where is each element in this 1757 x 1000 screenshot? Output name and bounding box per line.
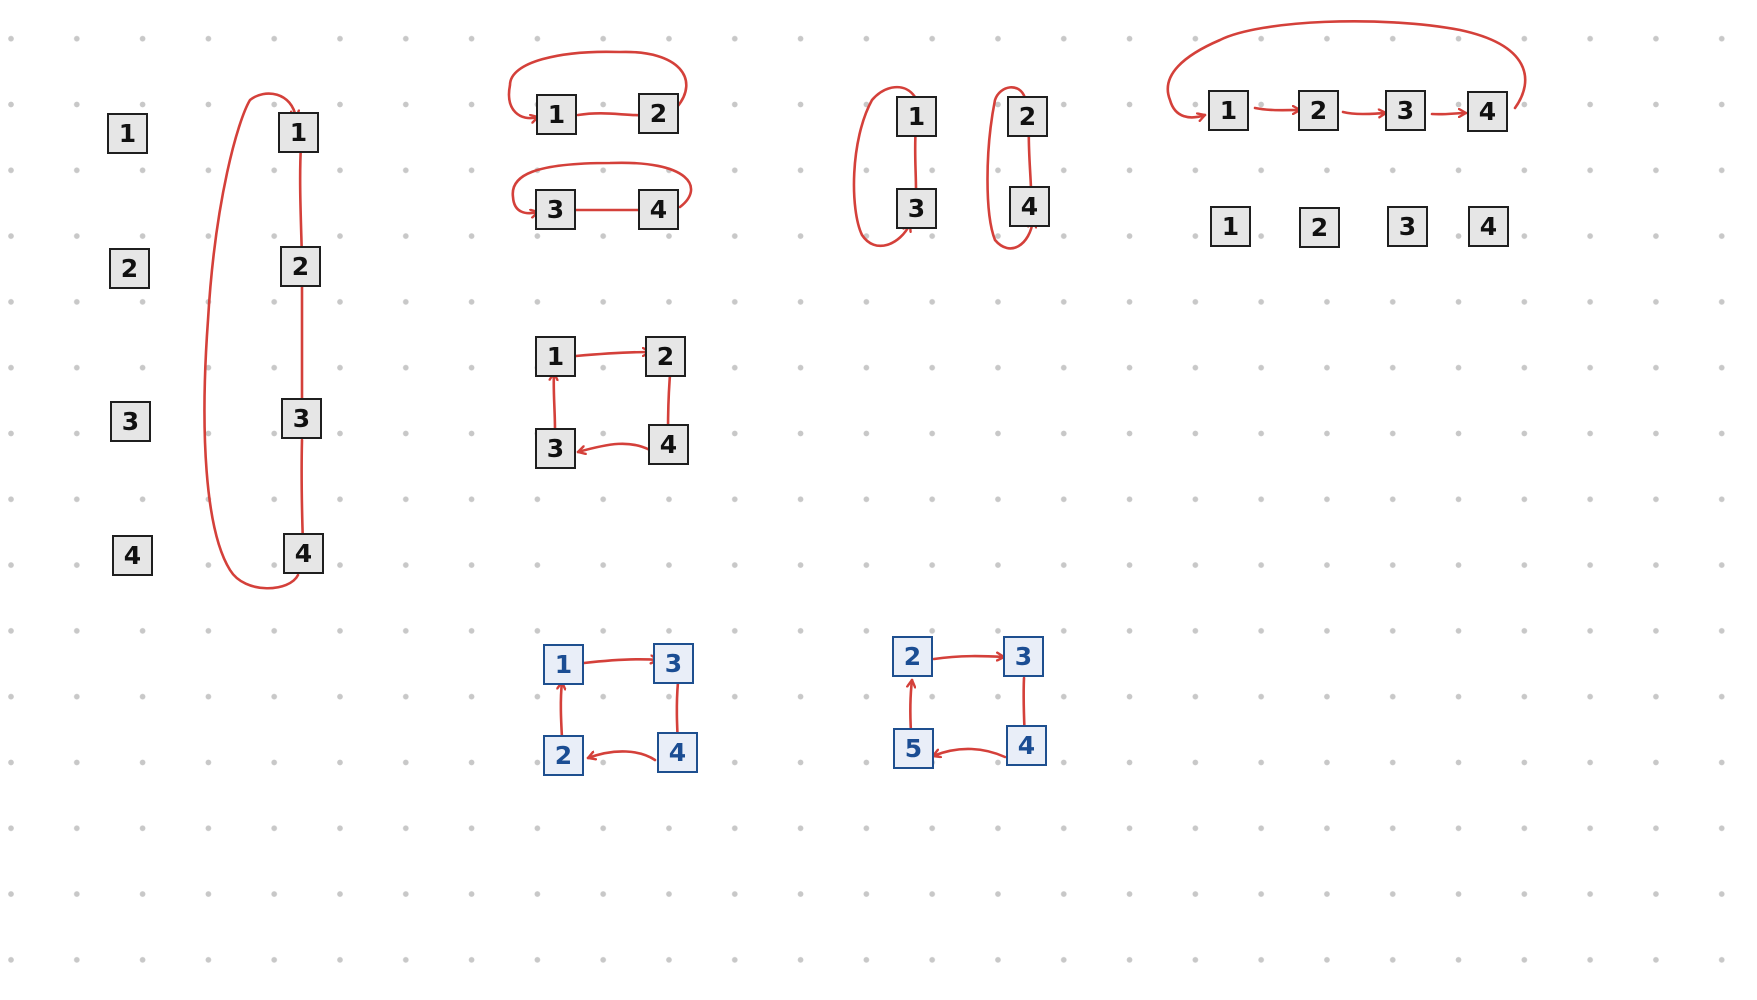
node-g9-2: 2 [892, 636, 933, 677]
arrow-g2-3-4 [302, 438, 303, 547]
node-g2-1: 1 [278, 112, 319, 153]
node-g1-2: 2 [109, 248, 150, 289]
node-g9-5: 5 [893, 728, 934, 769]
arrow-g4-4-3-loop [511, 161, 693, 213]
node-g11-4: 4 [1468, 206, 1509, 247]
node-g10-2: 2 [1298, 90, 1339, 131]
node-g10-4: 4 [1467, 91, 1508, 132]
node-g4-4: 4 [638, 189, 679, 230]
node-g4-3: 3 [535, 189, 576, 230]
node-g6-4: 4 [657, 732, 698, 773]
node-g5-1: 1 [535, 336, 576, 377]
arrow-g2-4-1-loop [203, 92, 298, 590]
node-g1-3: 3 [110, 401, 151, 442]
arrow-g10-1-2 [1253, 108, 1302, 110]
node-g9-4: 4 [1006, 725, 1047, 766]
arrow-g9-5-2 [910, 678, 912, 734]
arrow-g5-3-1 [554, 371, 555, 432]
node-g7-1: 1 [896, 96, 937, 137]
arrow-g6-4-2 [586, 750, 657, 762]
node-g8-2: 2 [1007, 96, 1048, 137]
arrow-g9-4-5 [931, 747, 1007, 759]
node-g11-3: 3 [1387, 206, 1428, 247]
node-g10-1: 1 [1208, 90, 1249, 131]
node-g3-1: 1 [536, 94, 577, 135]
arrow-g8-2-4-loop [986, 86, 1034, 250]
arrow-g10-3-4 [1430, 113, 1468, 114]
node-g10-3: 3 [1385, 90, 1426, 131]
arrow-g6-2-1 [561, 680, 562, 740]
arrow-g7-1-3-loop [852, 85, 917, 248]
node-g6-1: 1 [543, 644, 584, 685]
arrow-g3-2-1-loop [507, 50, 688, 118]
node-g5-4: 4 [648, 424, 689, 465]
arrow-g9-2-3 [932, 656, 1006, 659]
node-g2-4: 4 [283, 533, 324, 574]
node-g3-2: 2 [638, 93, 679, 134]
arrow-g6-1-3 [582, 659, 660, 663]
node-g5-3: 3 [535, 428, 576, 469]
node-g1-1: 1 [107, 113, 148, 154]
node-g1-4: 4 [112, 535, 153, 576]
node-g6-3: 3 [653, 643, 694, 684]
node-g2-3: 3 [281, 398, 322, 439]
node-g5-2: 2 [645, 336, 686, 377]
node-g8-4: 4 [1009, 186, 1050, 227]
node-g7-3: 3 [896, 188, 937, 229]
node-g11-2: 2 [1299, 207, 1340, 248]
node-g6-2: 2 [543, 735, 584, 776]
arrow-g5-1-2 [574, 352, 652, 358]
arrow-g5-4-3 [576, 442, 652, 452]
arrow-g10-4-1-loop [1166, 19, 1527, 117]
node-g11-1: 1 [1210, 206, 1251, 247]
node-g9-3: 3 [1003, 636, 1044, 677]
node-g2-2: 2 [280, 246, 321, 287]
arrow-g2-1-2 [300, 143, 302, 262]
arrow-g10-2-3 [1341, 112, 1388, 114]
